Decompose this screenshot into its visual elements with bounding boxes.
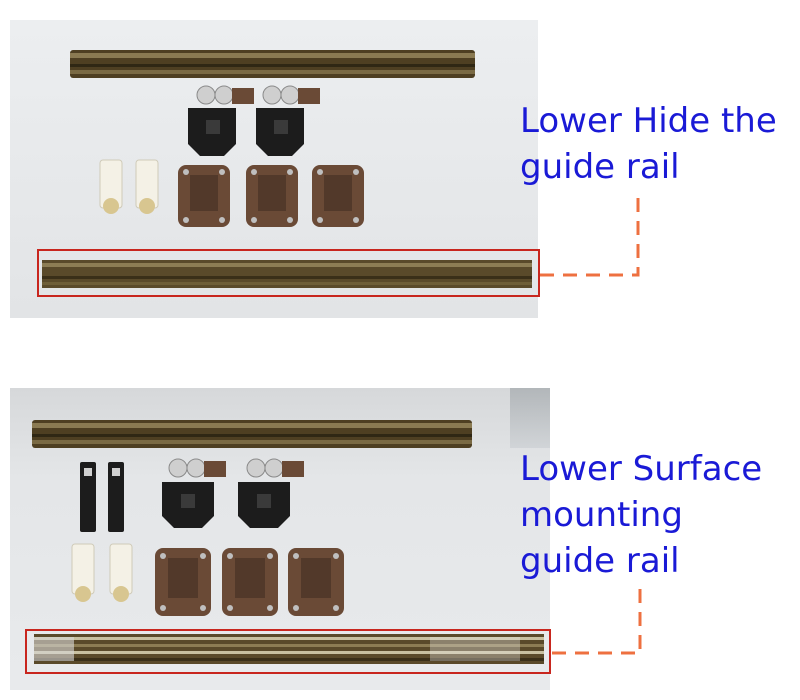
connector-line-bottom <box>552 580 642 655</box>
guide-clip <box>80 462 96 532</box>
photo-lower-hide-kit <box>10 20 538 318</box>
roller-hanger <box>162 458 226 528</box>
highlight-box-bottom-rail <box>25 629 551 674</box>
stopper <box>135 159 159 214</box>
roller-hanger <box>256 85 320 156</box>
highlight-box-top-rail <box>37 249 540 297</box>
stopper <box>71 543 95 602</box>
hinge-plate <box>312 165 364 227</box>
guide-clip <box>108 462 124 532</box>
photo-lower-surface-kit <box>10 388 550 690</box>
kit-illustration-top <box>42 50 532 288</box>
hinge-plate <box>246 165 298 227</box>
hinge-plate <box>222 548 278 616</box>
stopper <box>109 543 133 602</box>
hinge-plate <box>178 165 230 227</box>
hinge-plate <box>155 548 211 616</box>
top-rail <box>32 420 472 448</box>
top-rail <box>70 50 475 78</box>
connector-line-top <box>540 190 640 277</box>
lower-guide-rail <box>42 260 532 288</box>
caption-lower-surface-mounting-guide-rail: Lower Surface mounting guide rail <box>520 449 763 581</box>
roller-hanger <box>188 85 254 156</box>
stopper <box>99 159 123 214</box>
lower-guide-rail <box>34 634 544 664</box>
roller-hanger <box>238 458 304 528</box>
caption-lower-hide-guide-rail: Lower Hide the guide rail <box>520 101 777 187</box>
hinge-plate <box>288 548 344 616</box>
kit-illustration-bottom <box>32 420 544 664</box>
